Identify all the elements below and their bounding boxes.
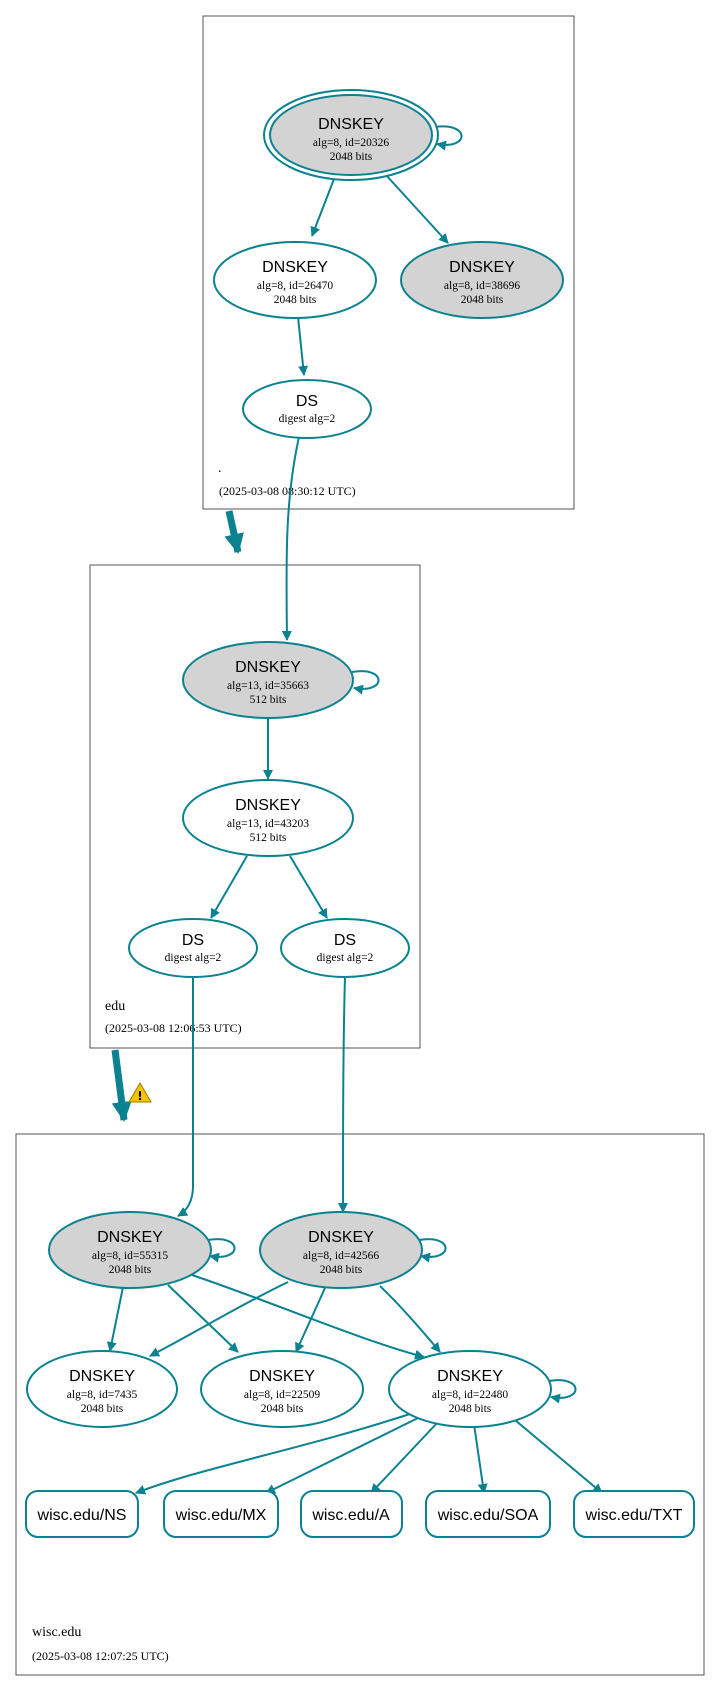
edge-wisc-zsk3-txt — [514, 1419, 603, 1494]
node-type: DNSKEY — [318, 116, 384, 133]
node-type: DS — [334, 932, 356, 949]
node-wisc-zsk1[interactable]: DNSKEY alg=8, id=7435 2048 bits — [26, 1350, 178, 1428]
node-alg-id: alg=8, id=20326 — [313, 137, 389, 149]
edge-root-zsk1-ds — [297, 316, 309, 376]
edge-wisc-ksk1-zsk1 — [106, 1286, 124, 1352]
node-edu-ds1[interactable]: DS digest alg=2 — [128, 918, 258, 978]
rrset-txt[interactable]: wisc.edu/TXT — [573, 1490, 695, 1538]
node-type: DNSKEY — [69, 1368, 135, 1385]
node-size: 2048 bits — [461, 294, 504, 306]
rrset-soa[interactable]: wisc.edu/SOA — [425, 1490, 551, 1538]
edge-wisc-ksk1-self — [207, 1238, 236, 1263]
node-digest: digest alg=2 — [279, 413, 336, 425]
zone-timestamp-root: (2025-03-08 08:30:12 UTC) — [219, 484, 356, 498]
node-root-zsk2[interactable]: DNSKEY alg=8, id=38696 2048 bits — [400, 241, 564, 319]
edge-root-ds-edu-ksk — [281, 436, 300, 641]
rrset-ns[interactable]: wisc.edu/NS — [25, 1490, 139, 1538]
edge-root-ksk-zsk1 — [310, 178, 335, 237]
node-alg-id: alg=13, id=35663 — [227, 680, 309, 692]
node-type: DNSKEY — [308, 1229, 374, 1246]
node-type: DNSKEY — [262, 259, 328, 276]
node-type: DNSKEY — [437, 1368, 503, 1385]
node-alg-id: alg=13, id=43203 — [227, 818, 309, 830]
edges — [106, 125, 603, 1495]
node-size: 512 bits — [250, 832, 287, 844]
node-size: 2048 bits — [449, 1403, 492, 1415]
node-type: DS — [182, 932, 204, 949]
node-size: 2048 bits — [261, 1403, 304, 1415]
edge-edu-zsk-ds1 — [210, 855, 248, 919]
edge-edu-zsk-ds2 — [289, 855, 328, 919]
rrset-a-label: wisc.edu/A — [311, 1507, 390, 1524]
delegation-edu-wisc — [111, 1049, 132, 1122]
edge-edu-ds1-wisc-ksk1 — [177, 976, 194, 1217]
node-size: 2048 bits — [274, 294, 317, 306]
edge-wisc-zsk3-soa — [473, 1423, 488, 1494]
edge-wisc-ksk2-self — [418, 1238, 447, 1263]
node-wisc-zsk3[interactable]: DNSKEY alg=8, id=22480 2048 bits — [388, 1350, 552, 1428]
edge-wisc-ksk1-zsk3 — [191, 1274, 425, 1360]
node-alg-id: alg=8, id=42566 — [303, 1250, 379, 1262]
node-alg-id: alg=8, id=38696 — [444, 280, 520, 292]
zone-timestamp-edu: (2025-03-08 12:06:53 UTC) — [105, 1021, 242, 1035]
node-root-zsk1[interactable]: DNSKEY alg=8, id=26470 2048 bits — [213, 241, 377, 319]
edge-wisc-ksk2-zsk1 — [149, 1281, 289, 1357]
node-size: 2048 bits — [320, 1264, 363, 1276]
node-digest: digest alg=2 — [317, 952, 374, 964]
edge-wisc-ksk1-zsk2 — [167, 1284, 239, 1353]
node-type: DNSKEY — [235, 797, 301, 814]
node-size: 2048 bits — [330, 151, 373, 163]
node-wisc-ksk1[interactable]: DNSKEY alg=8, id=55315 2048 bits — [48, 1211, 212, 1289]
node-root-ds[interactable]: DS digest alg=2 — [242, 379, 372, 439]
edge-wisc-zsk3-self — [548, 1379, 577, 1404]
edge-edu-ksk-self — [351, 670, 380, 695]
node-size: 2048 bits — [109, 1264, 152, 1276]
node-alg-id: alg=8, id=22509 — [244, 1389, 320, 1401]
node-size: 2048 bits — [81, 1403, 124, 1415]
node-type: DNSKEY — [235, 659, 301, 676]
node-wisc-zsk2[interactable]: DNSKEY alg=8, id=22509 2048 bits — [200, 1350, 364, 1428]
edge-wisc-ksk2-zsk2 — [295, 1287, 326, 1353]
warning-icon[interactable]: ! — [128, 1082, 152, 1103]
node-type: DNSKEY — [249, 1368, 315, 1385]
node-type: DNSKEY — [97, 1229, 163, 1246]
delegation-root-edu — [224, 510, 244, 554]
edge-wisc-zsk3-mx — [265, 1416, 421, 1494]
node-size: 512 bits — [250, 694, 287, 706]
edge-wisc-zsk3-ns — [135, 1412, 414, 1495]
node-edu-zsk[interactable]: DNSKEY alg=13, id=43203 512 bits — [182, 779, 354, 857]
rrset-soa-label: wisc.edu/SOA — [437, 1507, 539, 1524]
node-alg-id: alg=8, id=7435 — [67, 1389, 138, 1401]
rrset-mx[interactable]: wisc.edu/MX — [163, 1490, 279, 1538]
edge-root-ksk-zsk2 — [385, 174, 449, 244]
rrset-ns-label: wisc.edu/NS — [37, 1507, 127, 1524]
node-root-ksk[interactable]: DNSKEY alg=8, id=20326 2048 bits — [263, 89, 439, 181]
node-alg-id: alg=8, id=22480 — [432, 1389, 508, 1401]
node-edu-ds2[interactable]: DS digest alg=2 — [280, 918, 410, 978]
node-type: DS — [296, 393, 318, 410]
edge-wisc-zsk3-a — [370, 1421, 439, 1494]
node-digest: digest alg=2 — [165, 952, 222, 964]
node-alg-id: alg=8, id=55315 — [92, 1250, 168, 1262]
node-edu-ksk[interactable]: DNSKEY alg=13, id=35663 512 bits — [182, 641, 354, 719]
zone-name-edu: edu — [105, 999, 125, 1014]
edge-wisc-ksk2-zsk3 — [379, 1285, 441, 1353]
rrset-a[interactable]: wisc.edu/A — [300, 1490, 403, 1538]
edge-root-ksk-self — [434, 125, 463, 151]
rrset-txt-label: wisc.edu/TXT — [585, 1507, 683, 1524]
zone-name-root: . — [218, 461, 222, 476]
zone-timestamp-wisc: (2025-03-08 12:07:25 UTC) — [32, 1649, 169, 1663]
node-wisc-ksk2[interactable]: DNSKEY alg=8, id=42566 2048 bits — [259, 1211, 423, 1289]
zone-name-wisc: wisc.edu — [32, 1625, 81, 1640]
node-alg-id: alg=8, id=26470 — [257, 280, 333, 292]
svg-text:!: ! — [137, 1089, 142, 1103]
rrset-mx-label: wisc.edu/MX — [175, 1507, 267, 1524]
node-type: DNSKEY — [449, 259, 515, 276]
edge-edu-ds2-wisc-ksk2 — [338, 975, 349, 1213]
